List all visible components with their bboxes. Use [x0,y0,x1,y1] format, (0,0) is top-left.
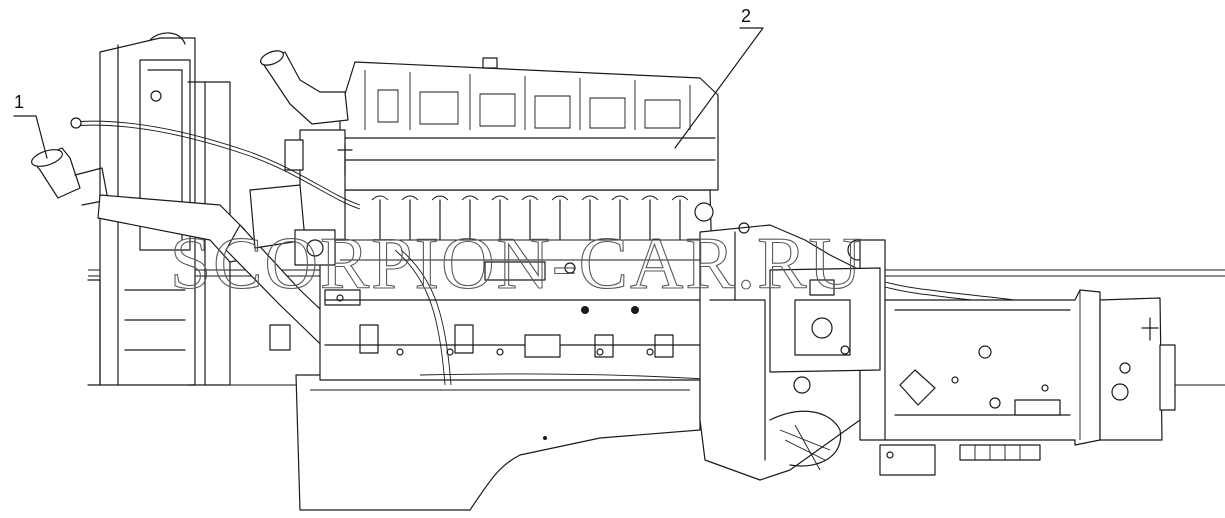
filler-neck [31,147,109,206]
valve-cover [339,57,719,222]
leader-lines [13,27,764,159]
intake-runners [371,195,689,241]
transmission [769,239,1101,476]
fuel-filter-assembly [249,129,361,351]
intake-elbow [260,50,349,125]
watermark-text: SCORPION-CAR.RU [170,223,864,305]
oil-sump [295,374,701,511]
callout-2: 2 [741,6,751,26]
output-flange [1079,290,1176,441]
callout-1: 1 [14,92,24,112]
